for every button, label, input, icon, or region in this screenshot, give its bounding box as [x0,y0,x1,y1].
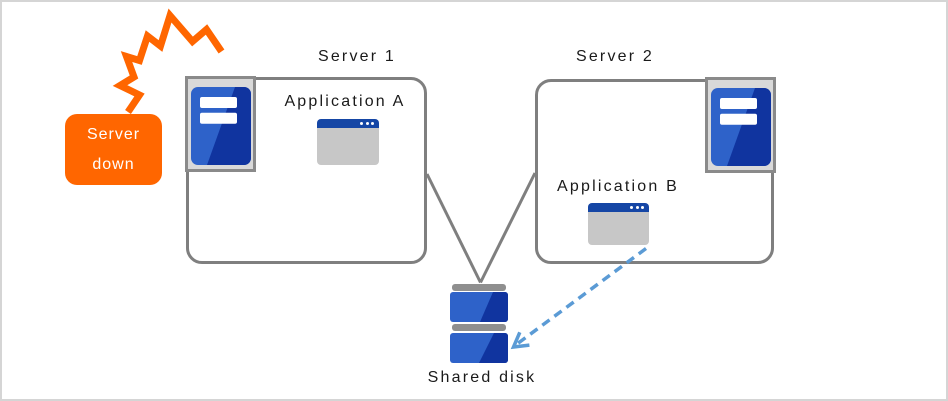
app-window-body [588,212,649,245]
app-window-titlebar [588,203,649,212]
server2-icon-panel [705,77,776,173]
app-window-icon [317,119,379,165]
disk-cap-middle [452,324,506,331]
app-window-titlebar [317,119,379,128]
disk-cap-top [452,284,506,291]
server-tower-icon [191,87,251,165]
server1-to-disk-line [425,173,482,284]
server-down-line2: down [92,155,135,173]
shared-disk-label: Shared disk [427,369,537,386]
window-dot [630,206,633,209]
disk-segment-top [450,292,508,322]
server1-icon-panel [185,76,256,172]
application-a-label: Application A [284,93,406,110]
server-down-line1: Server [86,125,141,143]
application-b-label: Application B [557,178,679,195]
window-dot [371,122,374,125]
app-window-body [317,128,379,165]
window-dot [360,122,363,125]
window-dot [641,206,644,209]
app-window-icon [588,203,649,245]
server-down-badge: Server down [65,114,162,185]
server-tower-icon [711,88,771,166]
disk-segment-bottom [450,333,508,363]
window-dot [365,122,369,125]
dashed-arrow-head [510,331,530,350]
disk-stack-icon [450,284,508,363]
window-dot [635,206,639,209]
server2-title: Server 2 [575,48,655,65]
server1-title: Server 1 [317,48,397,65]
